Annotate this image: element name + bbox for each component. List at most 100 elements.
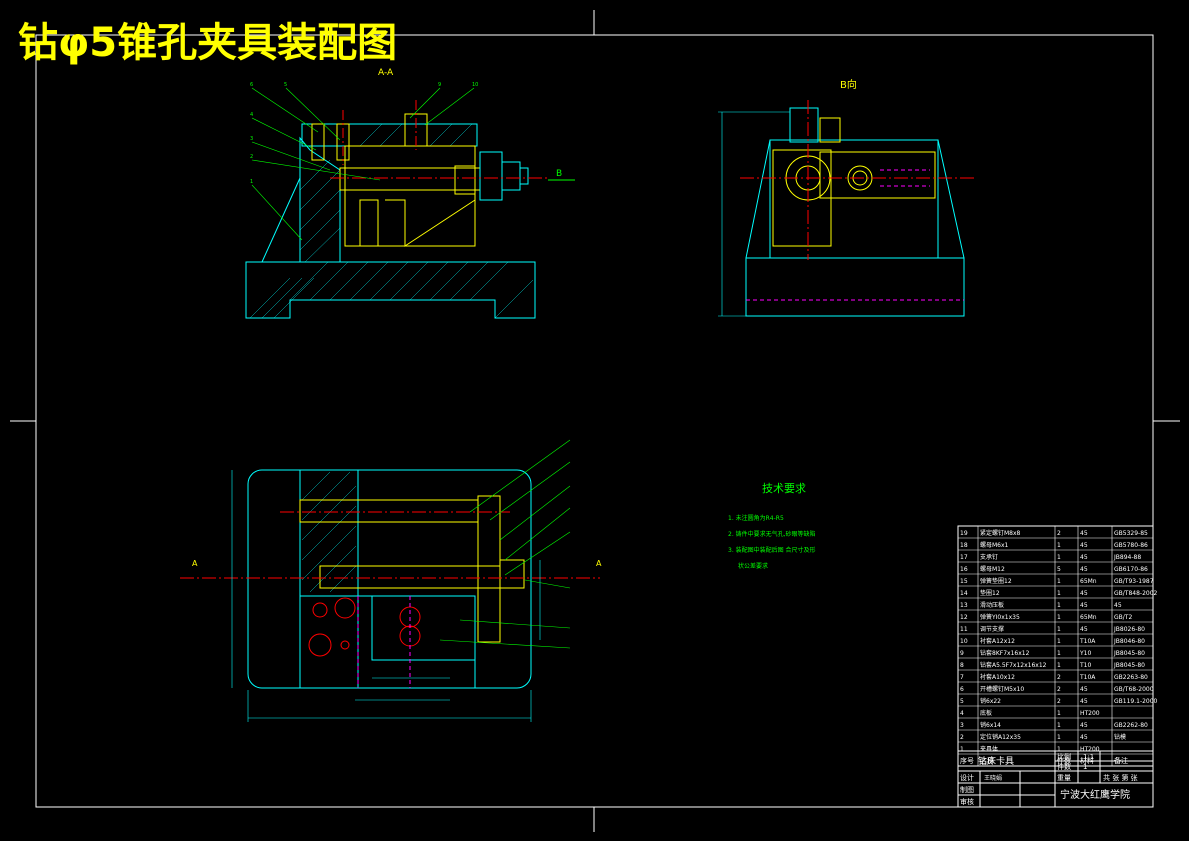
bom-cell-mat: T10A (1079, 638, 1096, 645)
bom-cell-no: 11 (960, 626, 968, 633)
bom-cell-mat: 45 (1080, 530, 1088, 537)
bom-cell-qty: 1 (1057, 578, 1061, 585)
bom-cell-name: 滑动压板 (980, 601, 1004, 609)
view-b: B向 (718, 78, 975, 317)
bom-cell-no: 10 (960, 638, 968, 645)
svg-text:5: 5 (284, 82, 287, 88)
bom-cell-qty: 1 (1057, 542, 1061, 549)
svg-text:9: 9 (438, 82, 441, 88)
bom-cell-std: 钻模 (1114, 733, 1126, 741)
svg-text:10: 10 (472, 82, 478, 88)
bom-cell-no: 12 (960, 614, 968, 621)
bom-cell-std: GB/T2 (1114, 614, 1132, 621)
bom-cell-name: 衬套A12x12 (980, 637, 1015, 645)
bom-cell-qty: 1 (1057, 590, 1061, 597)
bom-cell-qty: 1 (1057, 554, 1061, 561)
notes-heading: 技术要求 (762, 482, 806, 495)
bom-cell-qty: 1 (1057, 722, 1061, 729)
technical-notes: 技术要求 1. 未注圆角为R4-R5 2. 铸件中要求无气孔,砂眼等缺陷 3. … (728, 482, 816, 570)
bom-cell-no: 9 (960, 650, 964, 657)
weight-label: 重量 (1057, 774, 1071, 782)
bom-cell-mat: 65Mn (1080, 578, 1097, 585)
bom-cell-std: GB2262-80 (1114, 722, 1148, 729)
bom-cell-no: 8 (960, 662, 964, 669)
checker-label: 审核 (960, 797, 974, 806)
note-item: 1. 未注圆角为R4-R5 (728, 514, 784, 522)
bom-cell-std: JB8046-80 (1113, 638, 1145, 645)
bom-cell-std: GB119.1-2000 (1114, 698, 1158, 705)
bom-cell-mat: 45 (1080, 542, 1088, 549)
bom-cell-mat: Y10 (1079, 650, 1091, 657)
bom-cell-mat: 45 (1080, 590, 1088, 597)
bom-cell-no: 6 (960, 686, 964, 693)
section-label: A-A (378, 68, 394, 78)
bom-cell-qty: 1 (1057, 746, 1061, 753)
bom-cell-name: 弹簧垫圈12 (980, 577, 1012, 585)
svg-text:3: 3 (250, 136, 253, 142)
bom-cell-no: 16 (960, 566, 968, 573)
bom-header-cell: 序号 (960, 756, 974, 765)
bom-cell-qty: 2 (1057, 698, 1061, 705)
note-item: 2. 铸件中要求无气孔,砂眼等缺陷 (728, 530, 816, 538)
bom-cell-no: 5 (960, 698, 964, 705)
bom-cell-std: JB894-88 (1113, 554, 1141, 561)
svg-text:1: 1 (250, 179, 253, 185)
svg-text:2: 2 (250, 154, 253, 160)
bom-cell-no: 18 (960, 542, 968, 549)
note-item: 3. 装配图中装配后图 合尺寸及形 (728, 546, 816, 554)
bom-cell-std: JB8045-80 (1113, 650, 1145, 657)
bom-cell-mat: HT200 (1080, 746, 1100, 753)
bom-cell-name: 螺母M6x1 (980, 541, 1009, 549)
bom-cell-mat: 45 (1080, 602, 1088, 609)
bom-cell-mat: 45 (1080, 626, 1088, 633)
bom-cell-std: 45 (1114, 602, 1122, 609)
bom-cell-name: 紧定螺钉M8x8 (980, 529, 1021, 537)
svg-text:6: 6 (250, 82, 253, 88)
bom-cell-no: 4 (960, 710, 964, 717)
bom-cell-std: JB8026-80 (1113, 626, 1145, 633)
count-label: 件数 (1057, 762, 1071, 771)
bom-cell-qty: 1 (1057, 710, 1061, 717)
bom-cell-name: 支承钉 (980, 553, 998, 561)
bom-cell-name: 夹具体 (980, 745, 998, 753)
bom-cell-mat: T10A (1079, 674, 1096, 681)
bom-cell-qty: 1 (1057, 734, 1061, 741)
bom-cell-std: GB5329-85 (1114, 530, 1148, 537)
bom-cell-std: GB5780-86 (1114, 542, 1148, 549)
bom-cell-no: 3 (960, 722, 964, 729)
bom-cell-name: 垫圈12 (980, 589, 1000, 597)
bom-cell-qty: 1 (1057, 650, 1061, 657)
designer-name: 王晓娟 (984, 774, 1002, 782)
bom-cell-qty: 1 (1057, 662, 1061, 669)
view-b-label: B向 (840, 78, 857, 91)
plan-view: A A (180, 439, 602, 722)
bom-cell-mat: 45 (1080, 554, 1088, 561)
bom-cell-name: 衬套A10x12 (980, 673, 1015, 681)
bom-cell-name: 销6x22 (980, 697, 1001, 705)
note-item: 状公差要求 (738, 562, 768, 570)
bom-cell-no: 14 (960, 590, 968, 597)
bom-cell-name: 弹簧YI0x1x35 (980, 613, 1020, 621)
bom-cell-mat: HT200 (1080, 710, 1100, 717)
bom-cell-name: 螺母M12 (980, 565, 1005, 573)
bom-cell-name: 销6x14 (980, 721, 1001, 729)
bom-cell-std: GB2263-80 (1114, 674, 1148, 681)
bom-cell-name: 调节支撑 (980, 625, 1004, 633)
designer-label: 设计 (960, 773, 974, 782)
title-block: 钻床卡具 比例 1:1 件数 1 重量 共 张 第 张 设计 王晓娟 制图 审核… (957, 750, 1154, 808)
bom-cell-name: 钻套8KF7x16x12 (980, 649, 1030, 657)
bom-cell-qty: 5 (1057, 566, 1061, 573)
bom-cell-no: 2 (960, 734, 964, 741)
bom-cell-no: 7 (960, 674, 964, 681)
bom-cell-std: GB/T68-2000 (1114, 686, 1154, 693)
bom-cell-name: 定位销A12x35 (980, 733, 1021, 741)
bom-cell-qty: 1 (1057, 638, 1061, 645)
count-value: 1 (1083, 763, 1087, 771)
view-arrow-label: B (556, 169, 562, 179)
bom-cell-std: GB/T93-1987 (1114, 578, 1154, 585)
bom-cell-std: GB6170-86 (1114, 566, 1148, 573)
bom-cell-qty: 2 (1057, 674, 1061, 681)
bom-cell-qty: 1 (1057, 602, 1061, 609)
